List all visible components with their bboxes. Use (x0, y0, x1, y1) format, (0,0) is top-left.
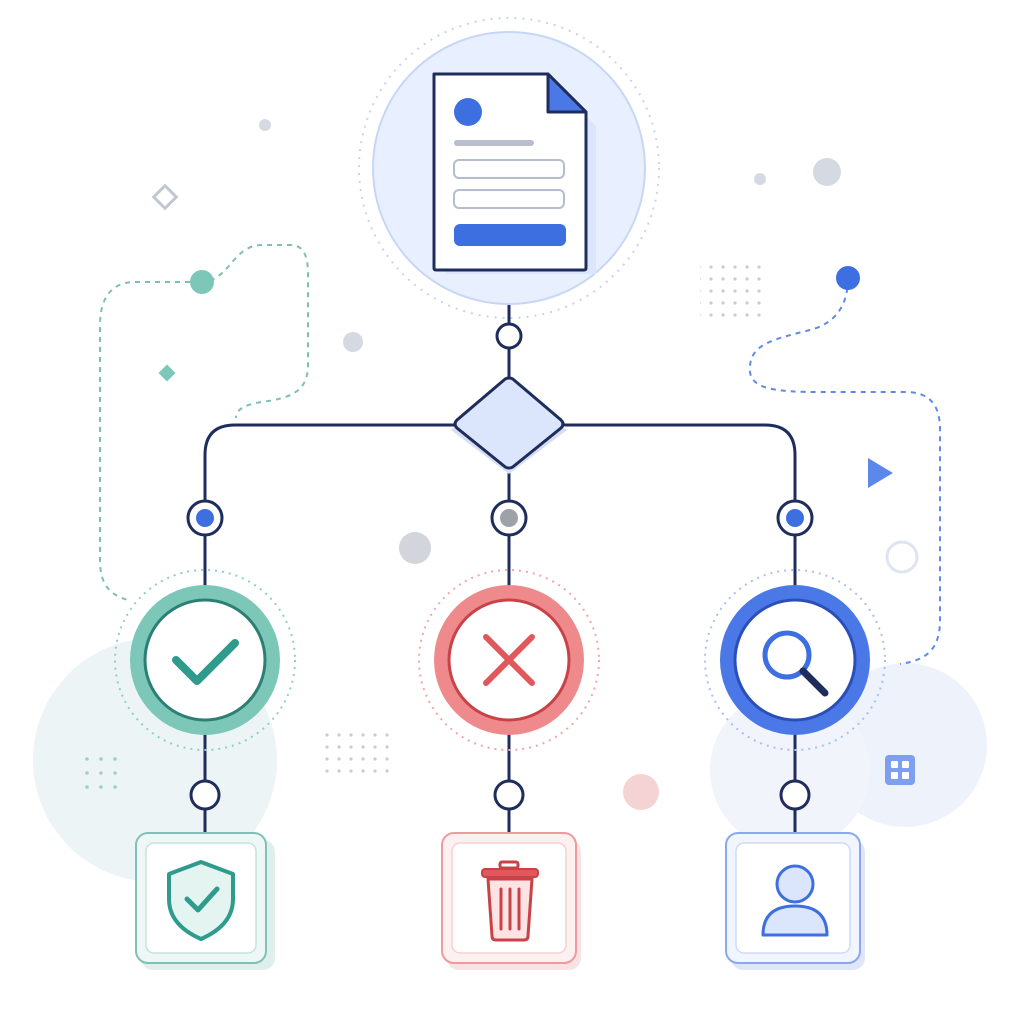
grid-squares-icon (885, 755, 915, 785)
gray-dot-top-right-small (754, 173, 766, 185)
checkmark-icon (172, 639, 239, 685)
magnifier-icon (762, 630, 829, 697)
dashed-path-left-2 (99, 281, 200, 601)
port-start[interactable] (495, 322, 523, 350)
start-node-dotted-ring (358, 17, 660, 319)
trash-bin-icon (481, 860, 539, 942)
dot-grid-top-right (700, 258, 762, 320)
pink-dot (623, 774, 659, 810)
status-node-reject[interactable] (418, 569, 600, 751)
port-review[interactable] (776, 499, 814, 537)
gray-dot-small (259, 119, 271, 131)
gray-dot-medium (343, 332, 363, 352)
dot-grid-center (320, 728, 390, 780)
port-reject-result[interactable] (493, 779, 525, 811)
start-node[interactable] (358, 17, 660, 319)
dashed-path-right (748, 277, 941, 665)
user-icon (761, 864, 829, 937)
gray-dot-top-right-large (813, 158, 841, 186)
port-approve[interactable] (186, 499, 224, 537)
result-card-review[interactable] (725, 832, 865, 970)
blue-dot-node (836, 266, 860, 290)
status-node-review[interactable] (704, 569, 886, 751)
connector-decision-right (563, 423, 797, 587)
branch-ports (186, 499, 814, 537)
play-triangle-icon (868, 458, 893, 488)
dot-grid-left (78, 755, 122, 799)
teal-diamond-icon (158, 364, 176, 382)
bg-blob-right-2 (710, 690, 870, 850)
diamond-outline-icon (151, 183, 179, 211)
decision-diamond-icon (453, 376, 565, 470)
decision-node[interactable] (451, 376, 567, 474)
gray-dot-center (399, 532, 431, 564)
ring-dot-right (885, 540, 919, 574)
port-approve-result[interactable] (189, 779, 221, 811)
shield-check-icon (167, 860, 235, 941)
result-card-reject[interactable] (441, 832, 581, 970)
teal-dot-node (190, 270, 214, 294)
x-mark-icon (483, 634, 535, 686)
port-reject[interactable] (490, 499, 528, 537)
dashed-path-left (199, 244, 309, 419)
status-node-approve[interactable] (114, 569, 296, 751)
connector-decision-left (203, 423, 457, 587)
form-document-icon (432, 72, 596, 274)
port-review-result[interactable] (779, 779, 811, 811)
result-card-approve[interactable] (135, 832, 275, 970)
connector-lines (203, 268, 797, 837)
